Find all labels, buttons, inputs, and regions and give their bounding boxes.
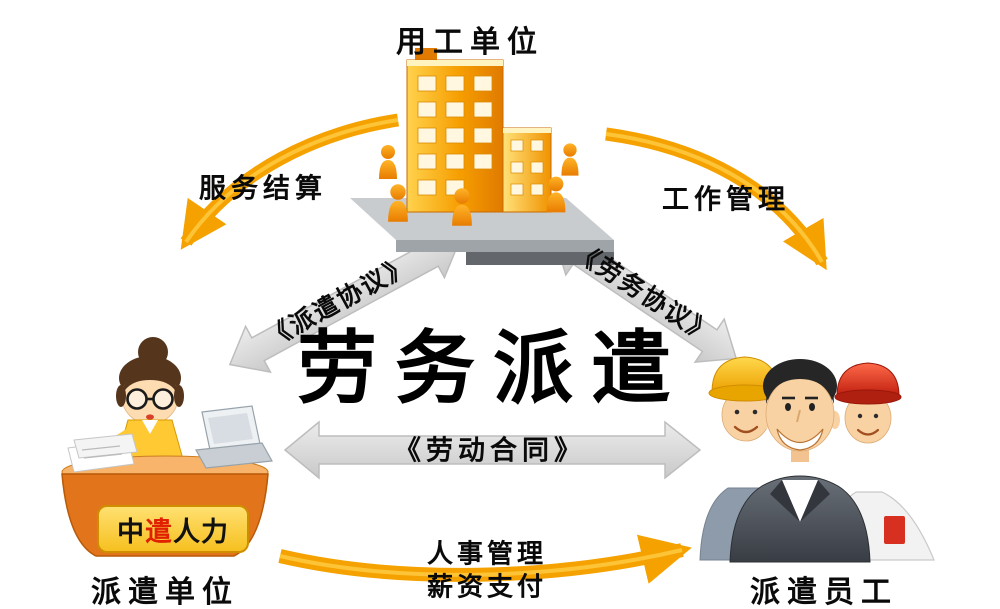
orange-person-icon [379,145,397,179]
banner-char-2: 遣 [145,516,173,548]
employer-label: 用工单位 [396,25,544,60]
service-settlement-label: 服务结算 [199,173,327,205]
labor-contract-arrow [283,420,702,480]
work-management-arrow [605,127,828,271]
annex-windows [510,139,544,196]
personnel-salary-arrow [278,534,692,584]
personnel-management-label: 人事管理 [426,539,548,570]
dispatched-staff-label: 派遣员工 [750,575,898,609]
worker-suit-man [729,359,871,563]
papers-icon [67,433,138,473]
employer-building-illustration [350,48,614,265]
banner-chars-3: 人力 [173,516,229,548]
glasses-icon [126,388,174,410]
service-settlement-arrow [180,113,399,250]
work-management-label: 工作管理 [662,184,790,216]
center-title: 劳务派遣 [297,321,689,415]
dispatch-unit-label: 派遣单位 [91,575,239,609]
orange-person-icon [561,143,579,176]
labor-contract-label: 《劳动合同》 [394,435,586,467]
desk-brand-banner: 中遣人力 [97,505,249,553]
building-windows [417,75,493,196]
laptop-icon [195,405,273,469]
workers-illustration [699,356,935,563]
salary-payment-label: 薪资支付 [426,572,548,603]
banner-char-1: 中 [117,516,145,548]
